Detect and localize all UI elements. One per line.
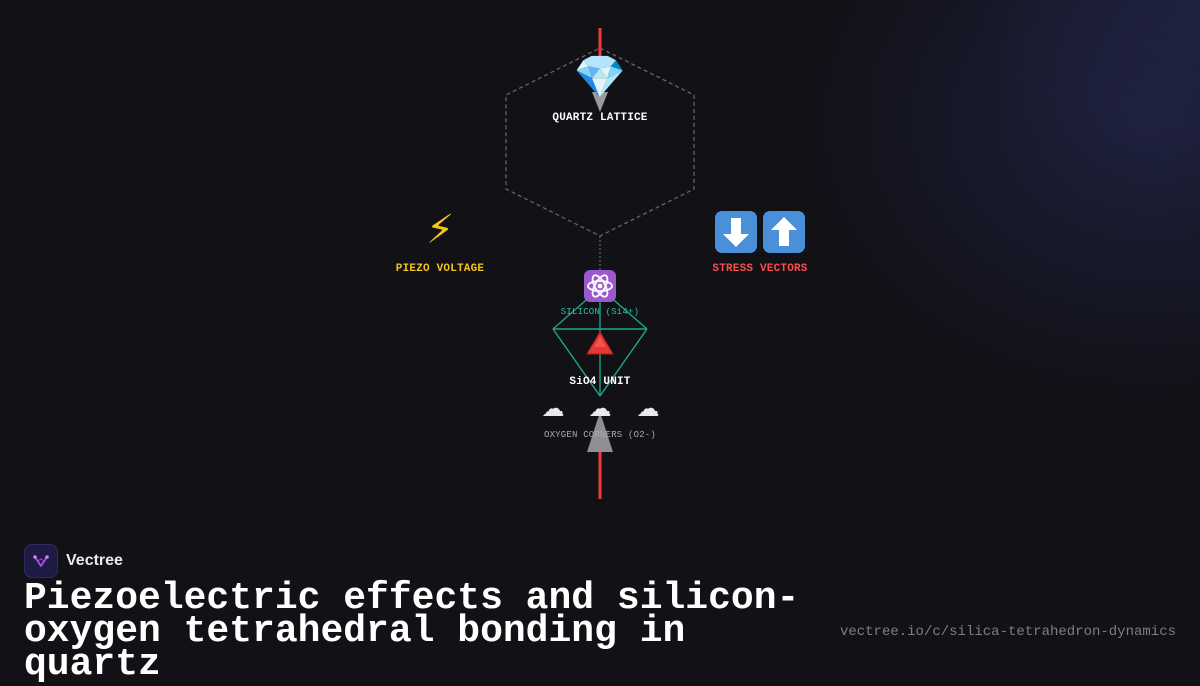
down-up-arrows-icon	[713, 210, 807, 257]
silicon-label: SILICON (Si4+)	[560, 307, 640, 317]
quartz-lattice-label: QUARTZ LATTICE	[552, 112, 648, 124]
cloud-icon: ☁	[636, 396, 660, 422]
lightning-icon: ⚡	[425, 207, 455, 253]
oxygen-corners-label: OXYGEN CORNERS (O2-)	[543, 430, 657, 440]
gem-icon: 💎	[573, 52, 627, 101]
vectree-logo-icon	[24, 544, 58, 578]
source-url: vectree.io/c/silica-tetrahedron-dynamics	[839, 624, 1176, 640]
red-triangle-icon	[586, 331, 614, 358]
page-title: Piezoelectric effects and silicon-oxygen…	[24, 577, 800, 686]
brand-name: Vectree	[66, 552, 123, 569]
bottom-arrow-cone	[587, 412, 613, 452]
atom-icon	[584, 270, 616, 305]
brand: Vectree	[24, 544, 123, 578]
cloud-icon: ☁	[588, 396, 612, 422]
cloud-icon: ☁	[541, 396, 565, 422]
piezo-voltage-label: PIEZO VOLTAGE	[395, 263, 485, 275]
top-arrow-cone	[592, 92, 608, 112]
stress-vectors-label: STRESS VECTORS	[712, 263, 808, 275]
sio4-unit-label: SiO4 UNIT	[569, 376, 631, 388]
